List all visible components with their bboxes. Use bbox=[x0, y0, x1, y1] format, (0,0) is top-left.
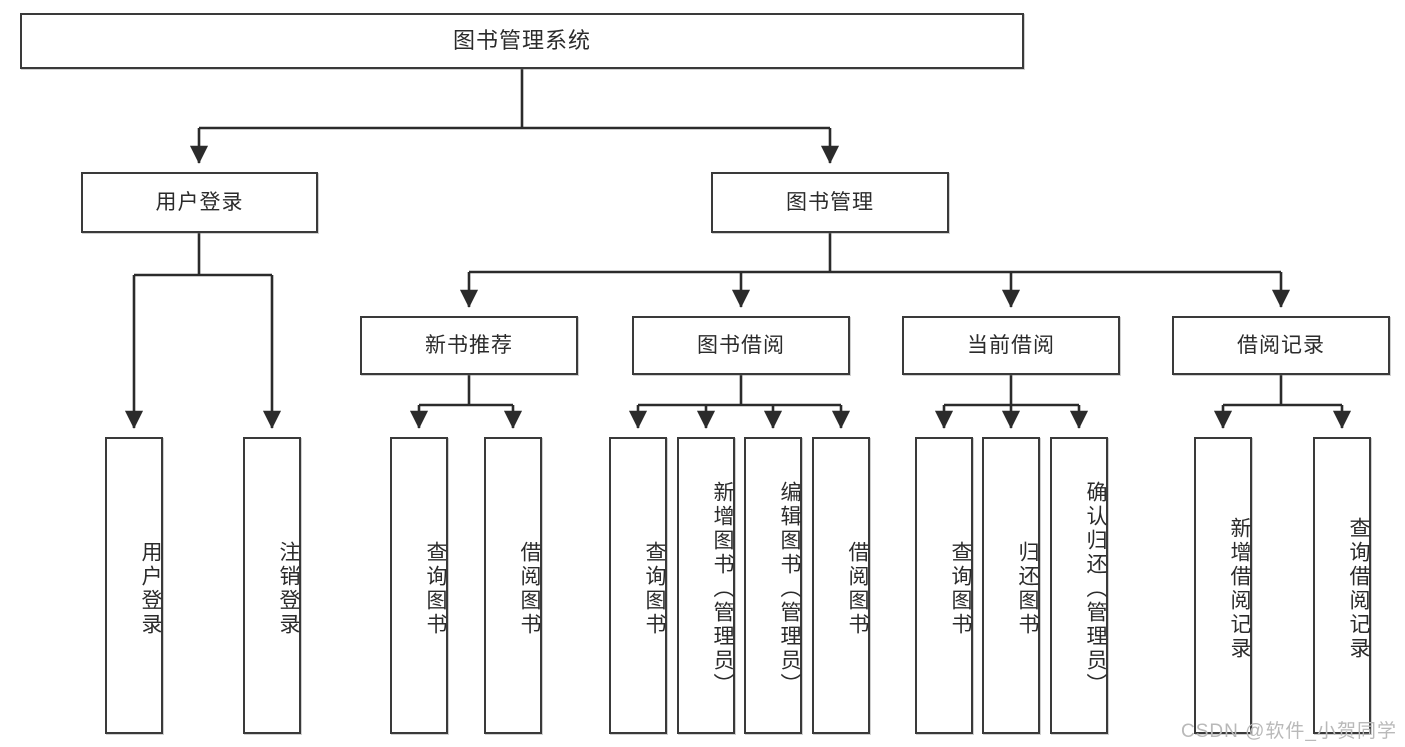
node-root[interactable]: 图书管理系统 bbox=[20, 13, 1024, 69]
node-leaf-edit-book-label: 编辑图书（管理员） bbox=[778, 480, 801, 697]
node-new-book-recommend-label: 新书推荐 bbox=[425, 333, 513, 357]
node-borrow-record[interactable]: 借阅记录 bbox=[1172, 316, 1390, 375]
watermark: CSDN @软件_小贺同学 bbox=[1181, 721, 1397, 742]
node-book-manage-label: 图书管理 bbox=[786, 190, 874, 214]
node-current-borrow-label: 当前借阅 bbox=[967, 333, 1055, 357]
node-leaf-query-record-label: 查询借阅记录 bbox=[1347, 516, 1370, 661]
node-leaf-add-book-label: 新增图书（管理员） bbox=[711, 480, 734, 697]
node-leaf-borrow-book-2-label: 借阅图书 bbox=[846, 540, 869, 637]
node-borrow-record-label: 借阅记录 bbox=[1237, 333, 1325, 357]
node-leaf-query-book-2[interactable]: 查询图书 bbox=[609, 437, 667, 734]
node-leaf-confirm-return[interactable]: 确认归还（管理员） bbox=[1050, 437, 1108, 734]
node-leaf-borrow-book-1[interactable]: 借阅图书 bbox=[484, 437, 542, 734]
node-leaf-user-logout[interactable]: 注销登录 bbox=[243, 437, 301, 734]
node-leaf-return-book[interactable]: 归还图书 bbox=[982, 437, 1040, 734]
node-leaf-user-login-label: 用户登录 bbox=[139, 540, 162, 637]
node-leaf-query-book-3-label: 查询图书 bbox=[949, 540, 972, 637]
node-leaf-query-book-1-label: 查询图书 bbox=[424, 540, 447, 637]
node-root-label: 图书管理系统 bbox=[452, 27, 591, 53]
node-leaf-add-record-label: 新增借阅记录 bbox=[1228, 516, 1251, 661]
node-leaf-user-logout-label: 注销登录 bbox=[277, 540, 300, 637]
node-book-borrow[interactable]: 图书借阅 bbox=[632, 316, 850, 375]
node-leaf-user-login[interactable]: 用户登录 bbox=[105, 437, 163, 734]
node-leaf-query-record[interactable]: 查询借阅记录 bbox=[1313, 437, 1371, 734]
node-leaf-add-record[interactable]: 新增借阅记录 bbox=[1194, 437, 1252, 734]
node-leaf-borrow-book-1-label: 借阅图书 bbox=[518, 540, 541, 637]
node-leaf-confirm-return-label: 确认归还（管理员） bbox=[1084, 480, 1107, 697]
node-leaf-borrow-book-2[interactable]: 借阅图书 bbox=[812, 437, 870, 734]
node-leaf-return-book-label: 归还图书 bbox=[1016, 540, 1039, 637]
node-user-login-label: 用户登录 bbox=[155, 190, 244, 214]
node-leaf-add-book[interactable]: 新增图书（管理员） bbox=[677, 437, 735, 734]
node-book-manage[interactable]: 图书管理 bbox=[711, 172, 949, 233]
node-leaf-query-book-3[interactable]: 查询图书 bbox=[915, 437, 973, 734]
node-leaf-query-book-2-label: 查询图书 bbox=[643, 540, 666, 637]
node-current-borrow[interactable]: 当前借阅 bbox=[902, 316, 1120, 375]
node-user-login[interactable]: 用户登录 bbox=[81, 172, 318, 233]
node-leaf-query-book-1[interactable]: 查询图书 bbox=[390, 437, 448, 734]
node-leaf-edit-book[interactable]: 编辑图书（管理员） bbox=[744, 437, 802, 734]
node-new-book-recommend[interactable]: 新书推荐 bbox=[360, 316, 578, 375]
node-book-borrow-label: 图书借阅 bbox=[697, 333, 785, 357]
